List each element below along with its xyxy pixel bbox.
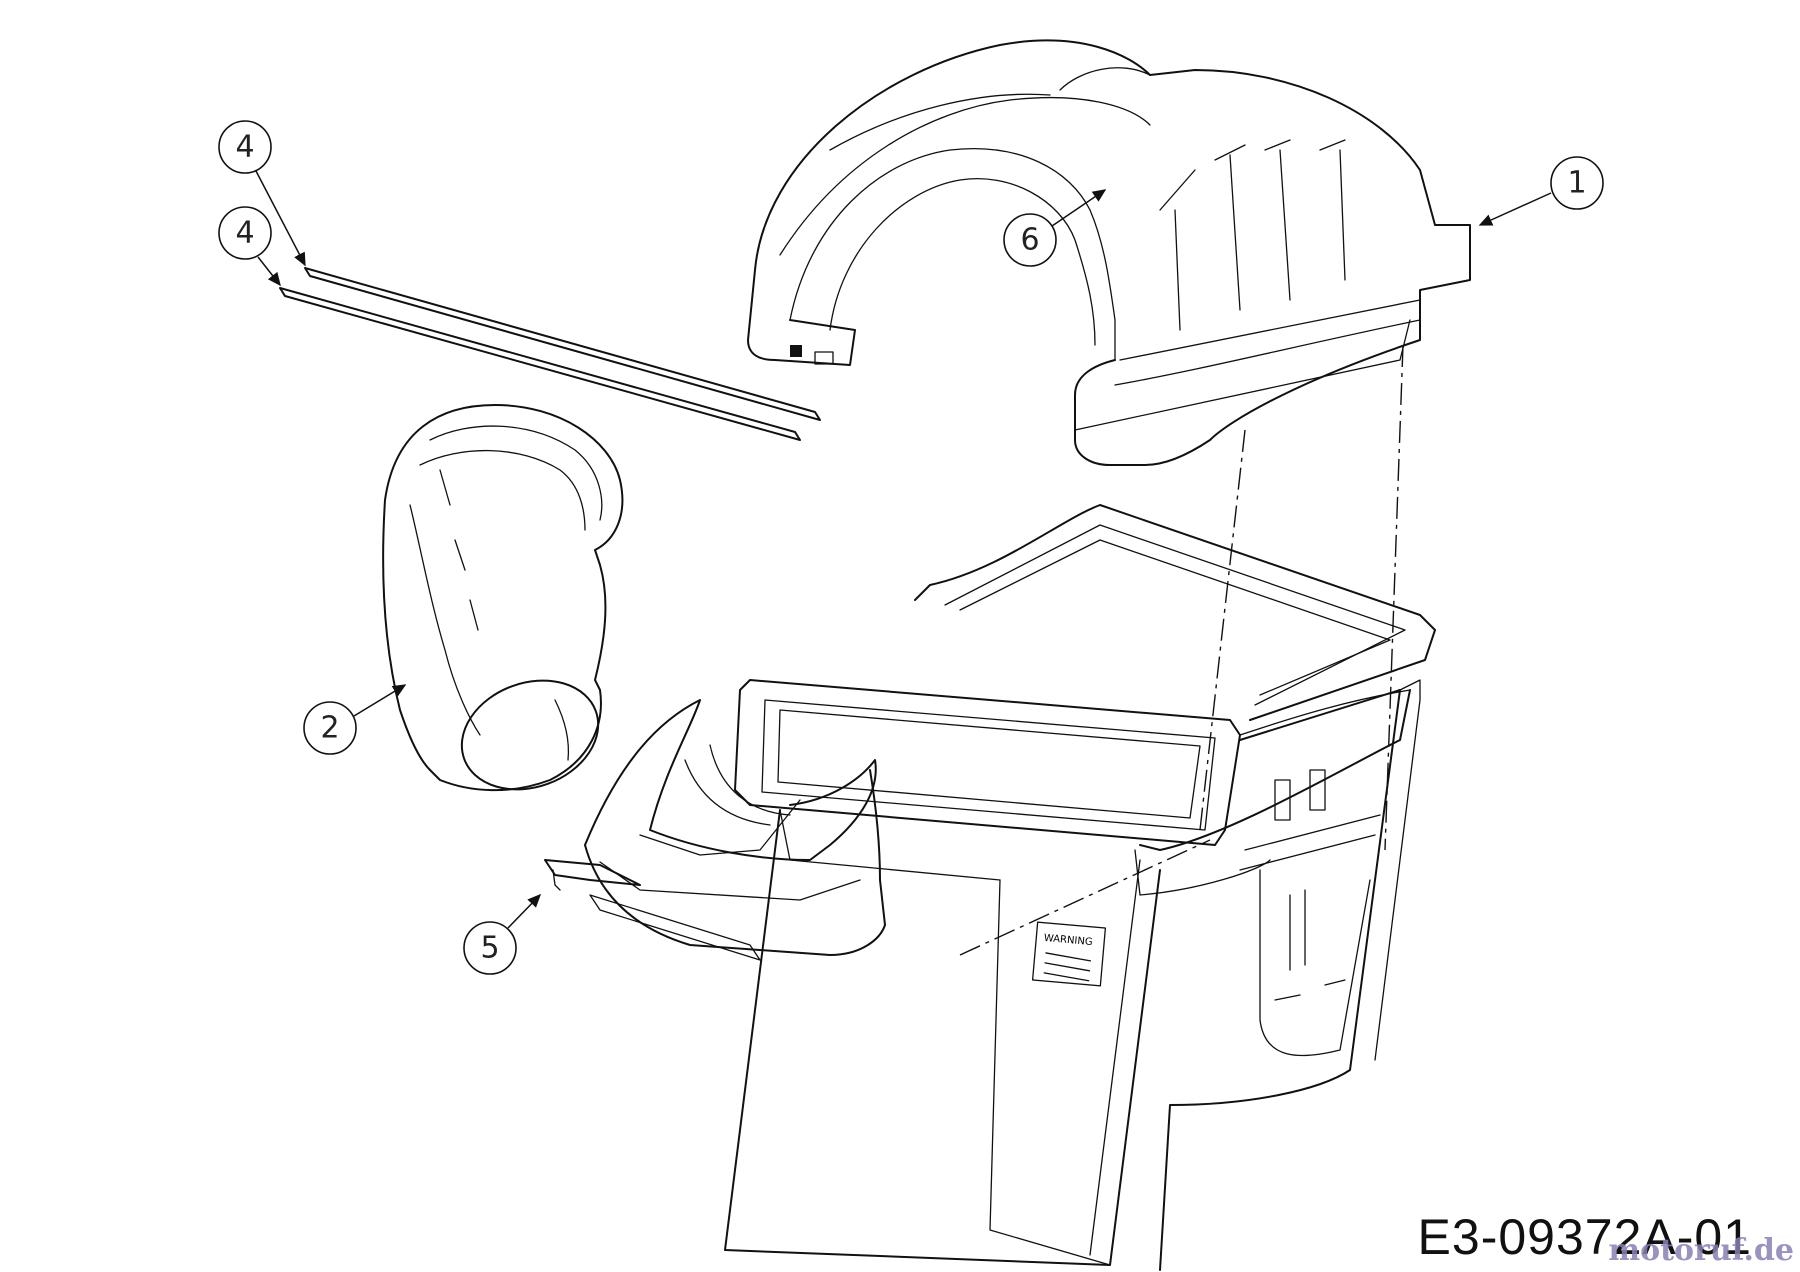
svg-text:2: 2 <box>320 711 339 746</box>
svg-text:1: 1 <box>1567 166 1586 201</box>
alignment-line-c <box>959 839 1211 956</box>
part-strip-lower <box>279 287 801 441</box>
drawing-code: E3-09372A-01 <box>1417 1209 1752 1265</box>
part-deflector <box>544 699 886 961</box>
svg-text:5: 5 <box>480 931 499 966</box>
part-elbow-chute <box>382 404 624 792</box>
alignment-line-b <box>1384 344 1404 851</box>
callout-4-upper: 4 <box>218 120 306 267</box>
callout-4-lower: 4 <box>218 206 281 287</box>
part-left-bag: WARNING <box>724 679 1241 1266</box>
callout-1: 1 <box>1478 156 1604 226</box>
part-strip-upper <box>304 267 821 421</box>
alignment-line-a <box>1199 429 1246 831</box>
watermark-logo: motoruf.de <box>1608 1233 1794 1268</box>
warning-label: WARNING <box>1043 933 1093 948</box>
callout-5: 5 <box>463 893 542 975</box>
svg-text:4: 4 <box>235 216 254 251</box>
svg-text:4: 4 <box>235 130 254 165</box>
part-lid-cover <box>747 39 1471 466</box>
svg-text:6: 6 <box>1020 223 1039 258</box>
part-right-bag <box>914 504 1436 1271</box>
callout-6: 6 <box>1003 189 1107 267</box>
callout-2: 2 <box>303 684 407 755</box>
